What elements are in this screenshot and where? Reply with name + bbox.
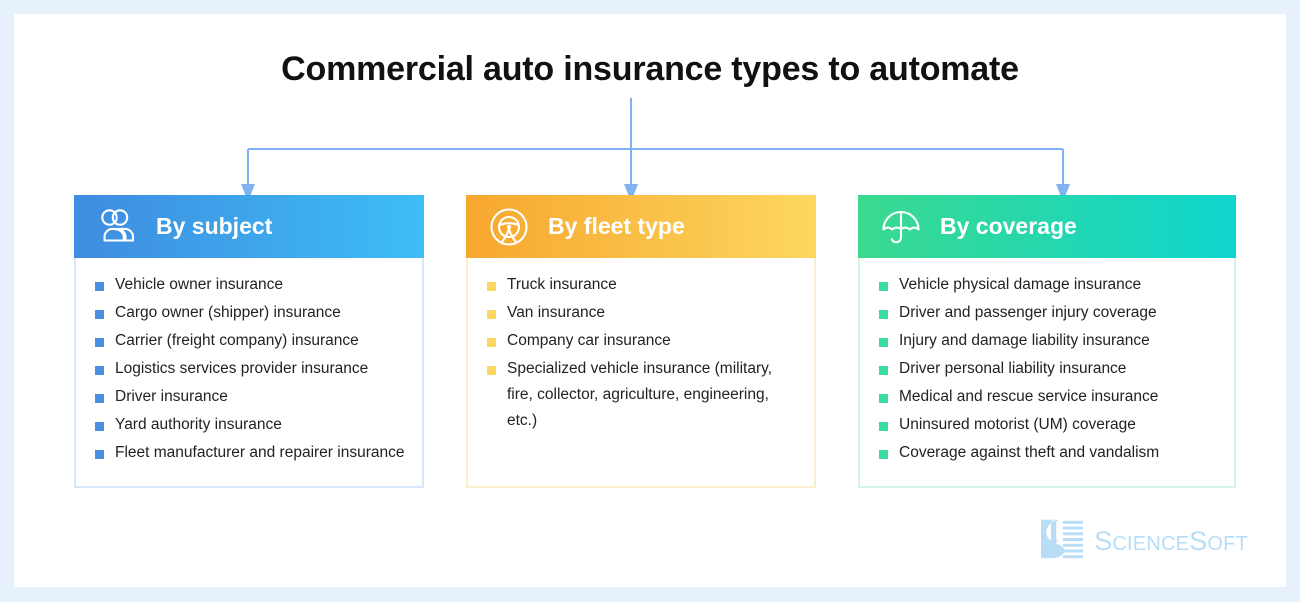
- list-item: Company car insurance: [484, 328, 802, 354]
- card-by-fleet-type-header: By fleet type: [466, 195, 816, 258]
- card-by-fleet-type-body: Truck insurance Van insurance Company ca…: [466, 258, 816, 488]
- sciencesoft-logo: SCIENCESOFT: [1039, 518, 1248, 565]
- arrow-head-center: [624, 184, 638, 202]
- umbrella-icon: [878, 204, 924, 250]
- card-by-subject-title: By subject: [156, 213, 273, 239]
- list-item: Injury and damage liability insurance: [876, 328, 1222, 354]
- list-item: Fleet manufacturer and repairer insuranc…: [92, 440, 410, 466]
- list-item: Yard authority insurance: [92, 412, 410, 438]
- list-by-fleet-type: Truck insurance Van insurance Company ca…: [484, 272, 802, 434]
- list-item: Medical and rescue service insurance: [876, 384, 1222, 410]
- people-group-icon: [94, 204, 140, 250]
- connector-diagram: [241, 98, 1070, 202]
- sciencesoft-logo-text: SCIENCESOFT: [1094, 526, 1248, 556]
- card-by-coverage-header: By coverage: [858, 195, 1236, 258]
- list-item: Truck insurance: [484, 272, 802, 298]
- card-by-coverage-title: By coverage: [940, 213, 1077, 239]
- list-item: Vehicle owner insurance: [92, 272, 410, 298]
- list-item: Driver insurance: [92, 384, 410, 410]
- card-by-coverage: By coverage Vehicle physical damage insu…: [858, 195, 1236, 488]
- arrow-head-right: [1056, 184, 1070, 202]
- card-by-coverage-body: Vehicle physical damage insurance Driver…: [858, 258, 1236, 488]
- infographic-panel: Commercial auto insurance types to autom…: [14, 14, 1286, 587]
- list-by-subject: Vehicle owner insurance Cargo owner (shi…: [92, 272, 410, 466]
- card-by-fleet-type-title: By fleet type: [548, 213, 685, 239]
- list-by-coverage: Vehicle physical damage insurance Driver…: [876, 272, 1222, 466]
- list-item: Van insurance: [484, 300, 802, 326]
- list-item: Driver personal liability insurance: [876, 356, 1222, 382]
- list-item: Cargo owner (shipper) insurance: [92, 300, 410, 326]
- list-item: Vehicle physical damage insurance: [876, 272, 1222, 298]
- list-item: Specialized vehicle insurance (military,…: [484, 356, 802, 434]
- card-by-fleet-type: By fleet type Truck insurance Van insura…: [466, 195, 816, 488]
- arrow-head-left: [241, 184, 255, 202]
- page-title: Commercial auto insurance types to autom…: [281, 50, 1019, 88]
- sciencesoft-logo-mark: [1039, 518, 1085, 565]
- list-item: Driver and passenger injury coverage: [876, 300, 1222, 326]
- cards-row: By subject Vehicle owner insurance Cargo…: [74, 195, 1236, 488]
- steering-wheel-icon: [486, 204, 532, 250]
- list-item: Coverage against theft and vandalism: [876, 440, 1222, 466]
- card-by-subject-body: Vehicle owner insurance Cargo owner (shi…: [74, 258, 424, 488]
- list-item: Uninsured motorist (UM) coverage: [876, 412, 1222, 438]
- list-item: Carrier (freight company) insurance: [92, 328, 410, 354]
- list-item: Logistics services provider insurance: [92, 356, 410, 382]
- card-by-subject: By subject Vehicle owner insurance Cargo…: [74, 195, 424, 488]
- card-by-subject-header: By subject: [74, 195, 424, 258]
